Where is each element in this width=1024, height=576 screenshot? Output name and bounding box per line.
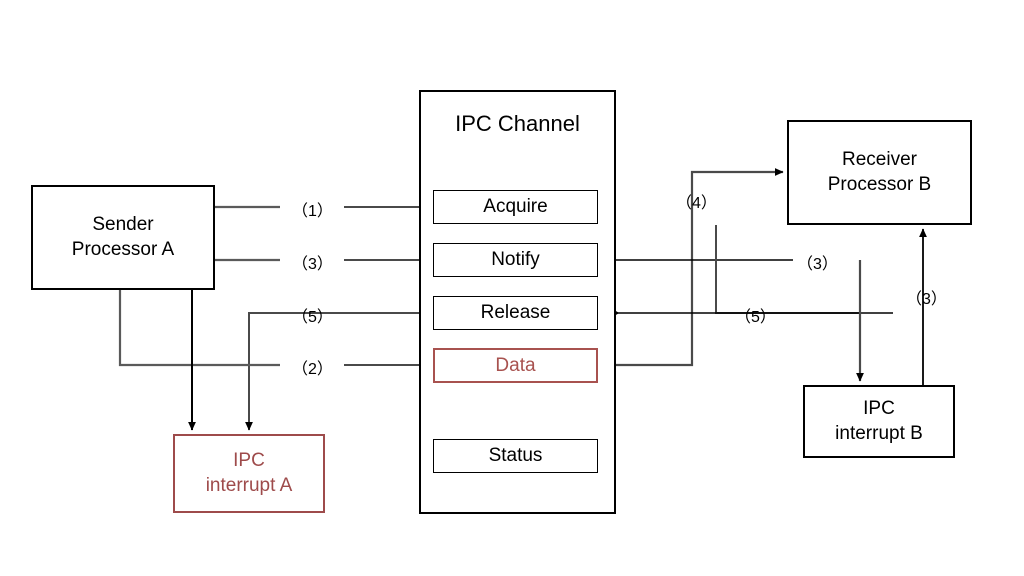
ipc-interrupt-b-box: IPC interrupt B bbox=[803, 385, 955, 458]
sender-line-2: Processor A bbox=[71, 238, 175, 260]
step-label-5-right: （5） bbox=[735, 309, 776, 326]
ipc-channel-title: IPC Channel bbox=[455, 111, 580, 136]
step-label-2: （2） bbox=[292, 361, 333, 378]
channel-slot-release[interactable]: Release bbox=[433, 296, 598, 330]
wire-receiver-down-notify bbox=[715, 225, 861, 314]
channel-slot-status[interactable]: Status bbox=[433, 439, 598, 473]
wire-release-to-interrupt-a bbox=[245, 312, 433, 431]
channel-slot-status-label: Status bbox=[488, 445, 543, 466]
sender-processor-a-box: Sender Processor A bbox=[31, 185, 215, 290]
step-label-5-left: （5） bbox=[292, 309, 333, 326]
channel-slot-release-label: Release bbox=[480, 302, 551, 323]
interrupt-a-line-2: interrupt A bbox=[205, 474, 293, 496]
wire-sender-to-data bbox=[118, 290, 280, 367]
channel-slot-data[interactable]: Data bbox=[433, 348, 598, 383]
step-label-3-interrupt: （3） bbox=[906, 291, 947, 308]
channel-slot-acquire[interactable]: Acquire bbox=[433, 190, 598, 224]
interrupt-a-line-1: IPC bbox=[233, 450, 265, 472]
receiver-line-2: Processor B bbox=[827, 173, 932, 195]
step-label-3-left: （3） bbox=[292, 256, 333, 273]
interrupt-b-line-1: IPC bbox=[863, 398, 895, 420]
channel-slot-notify-label: Notify bbox=[491, 249, 540, 270]
channel-slot-notify[interactable]: Notify bbox=[433, 243, 598, 277]
ipc-interrupt-a-box: IPC interrupt A bbox=[173, 434, 325, 513]
receiver-line-1: Receiver bbox=[842, 149, 917, 171]
channel-slot-acquire-label: Acquire bbox=[483, 196, 548, 217]
receiver-processor-b-box: Receiver Processor B bbox=[787, 120, 972, 225]
wire-data-to-receiver bbox=[598, 168, 784, 367]
channel-slot-data-label: Data bbox=[495, 354, 536, 376]
step-label-4: （4） bbox=[676, 195, 717, 212]
sender-line-1: Sender bbox=[92, 214, 154, 236]
step-label-1: （1） bbox=[292, 203, 333, 220]
step-label-3-right: （3） bbox=[797, 256, 838, 273]
interrupt-b-line-2: interrupt B bbox=[835, 422, 923, 444]
